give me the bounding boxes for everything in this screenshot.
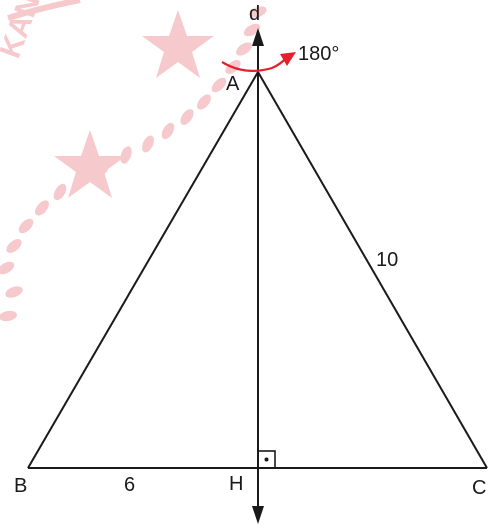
vertex-label-h: H	[229, 473, 243, 495]
watermark-seal: KAN	[0, 0, 267, 322]
side-ab	[27, 71, 259, 469]
arrow-up-icon	[252, 28, 264, 46]
side-label-ac: 10	[376, 249, 398, 271]
vertex-label-b: B	[14, 475, 27, 497]
rotation-arrow-icon	[221, 52, 296, 73]
side-label-bh: 6	[124, 474, 135, 496]
right-angle-marker	[257, 450, 276, 469]
watermark-rope	[0, 6, 267, 322]
watermark-star-icon	[54, 130, 126, 198]
axis-d	[252, 28, 264, 524]
axis-label-d: d	[249, 3, 260, 25]
arrow-down-icon	[252, 506, 264, 524]
watermark-star-icon	[142, 10, 214, 78]
vertex-label-a: A	[226, 73, 240, 95]
rotation-label: 180°	[298, 43, 339, 65]
side-ac	[257, 71, 488, 469]
vertex-label-c: C	[472, 477, 486, 499]
